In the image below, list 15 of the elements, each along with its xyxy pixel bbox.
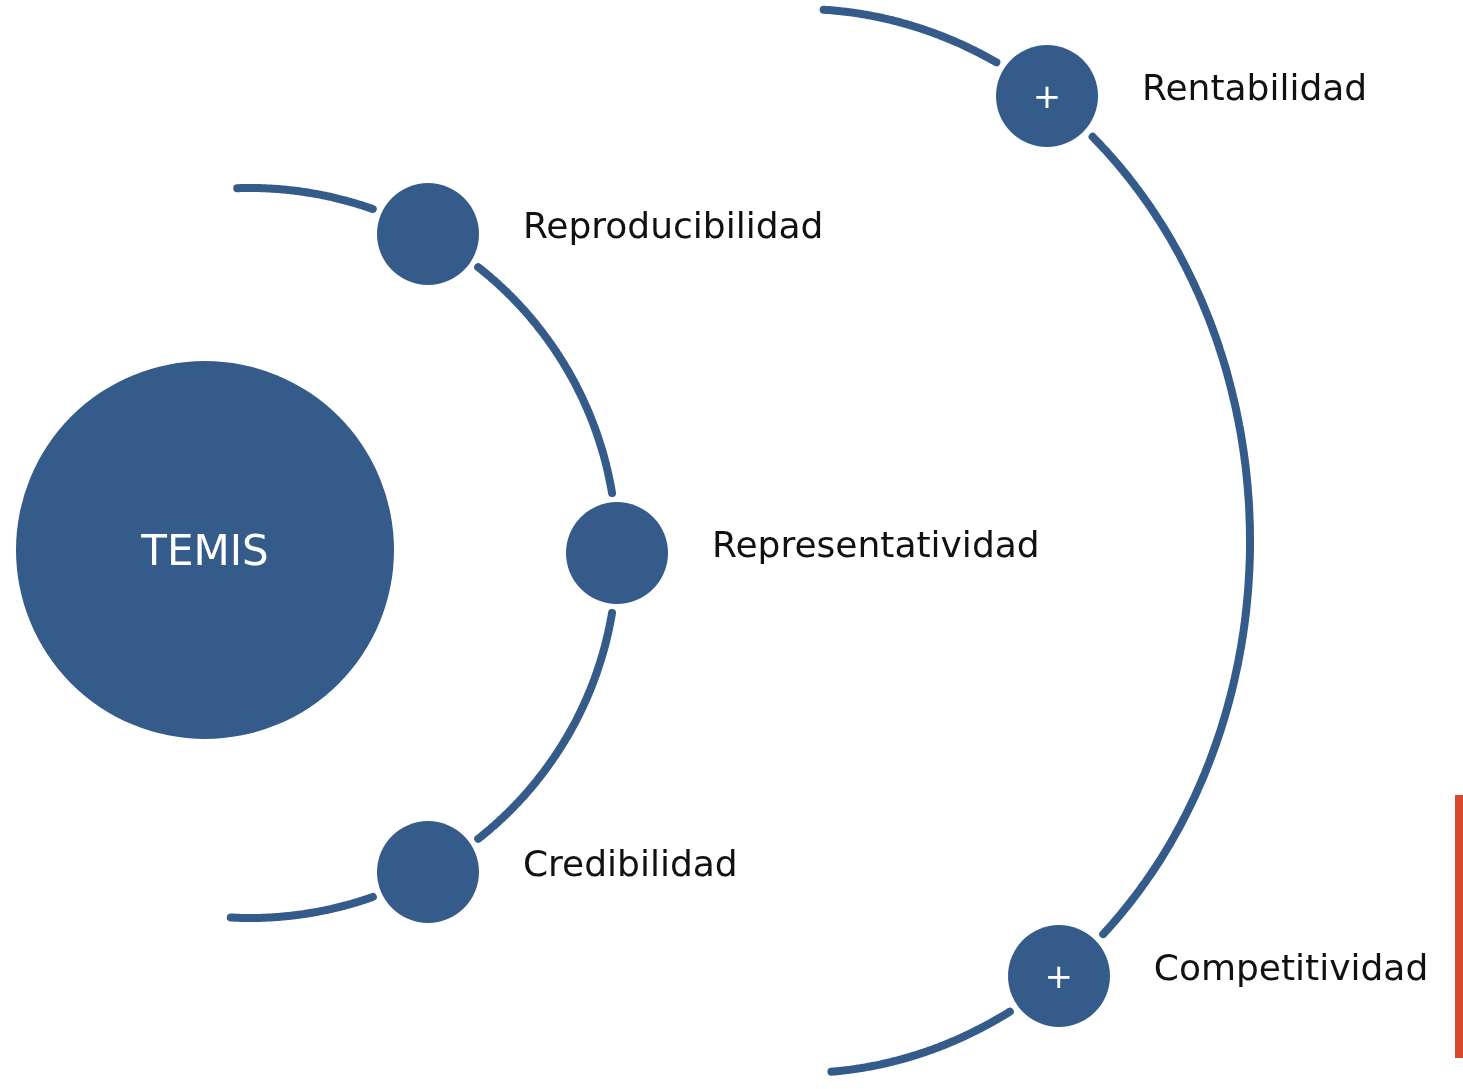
point-label: Reproducibilidad [522, 203, 824, 248]
arc-connector [1088, 132, 1254, 939]
arc-connector [827, 1007, 1014, 1076]
arc-connector [474, 609, 616, 843]
plus-sign: + [1032, 76, 1062, 117]
point-label: Competitividad [1153, 946, 1429, 991]
arc-connector [233, 184, 377, 213]
point-label: Representatividad [712, 523, 1040, 567]
arc-connector [474, 263, 616, 497]
arc-connector [226, 892, 377, 922]
arc-connector [819, 5, 1001, 67]
circle-title: TEMIS [141, 525, 269, 575]
point-label: Rentabilidad [1142, 66, 1368, 111]
plus-sign: + [1044, 956, 1073, 997]
point-label: Credibilidad [522, 842, 738, 887]
